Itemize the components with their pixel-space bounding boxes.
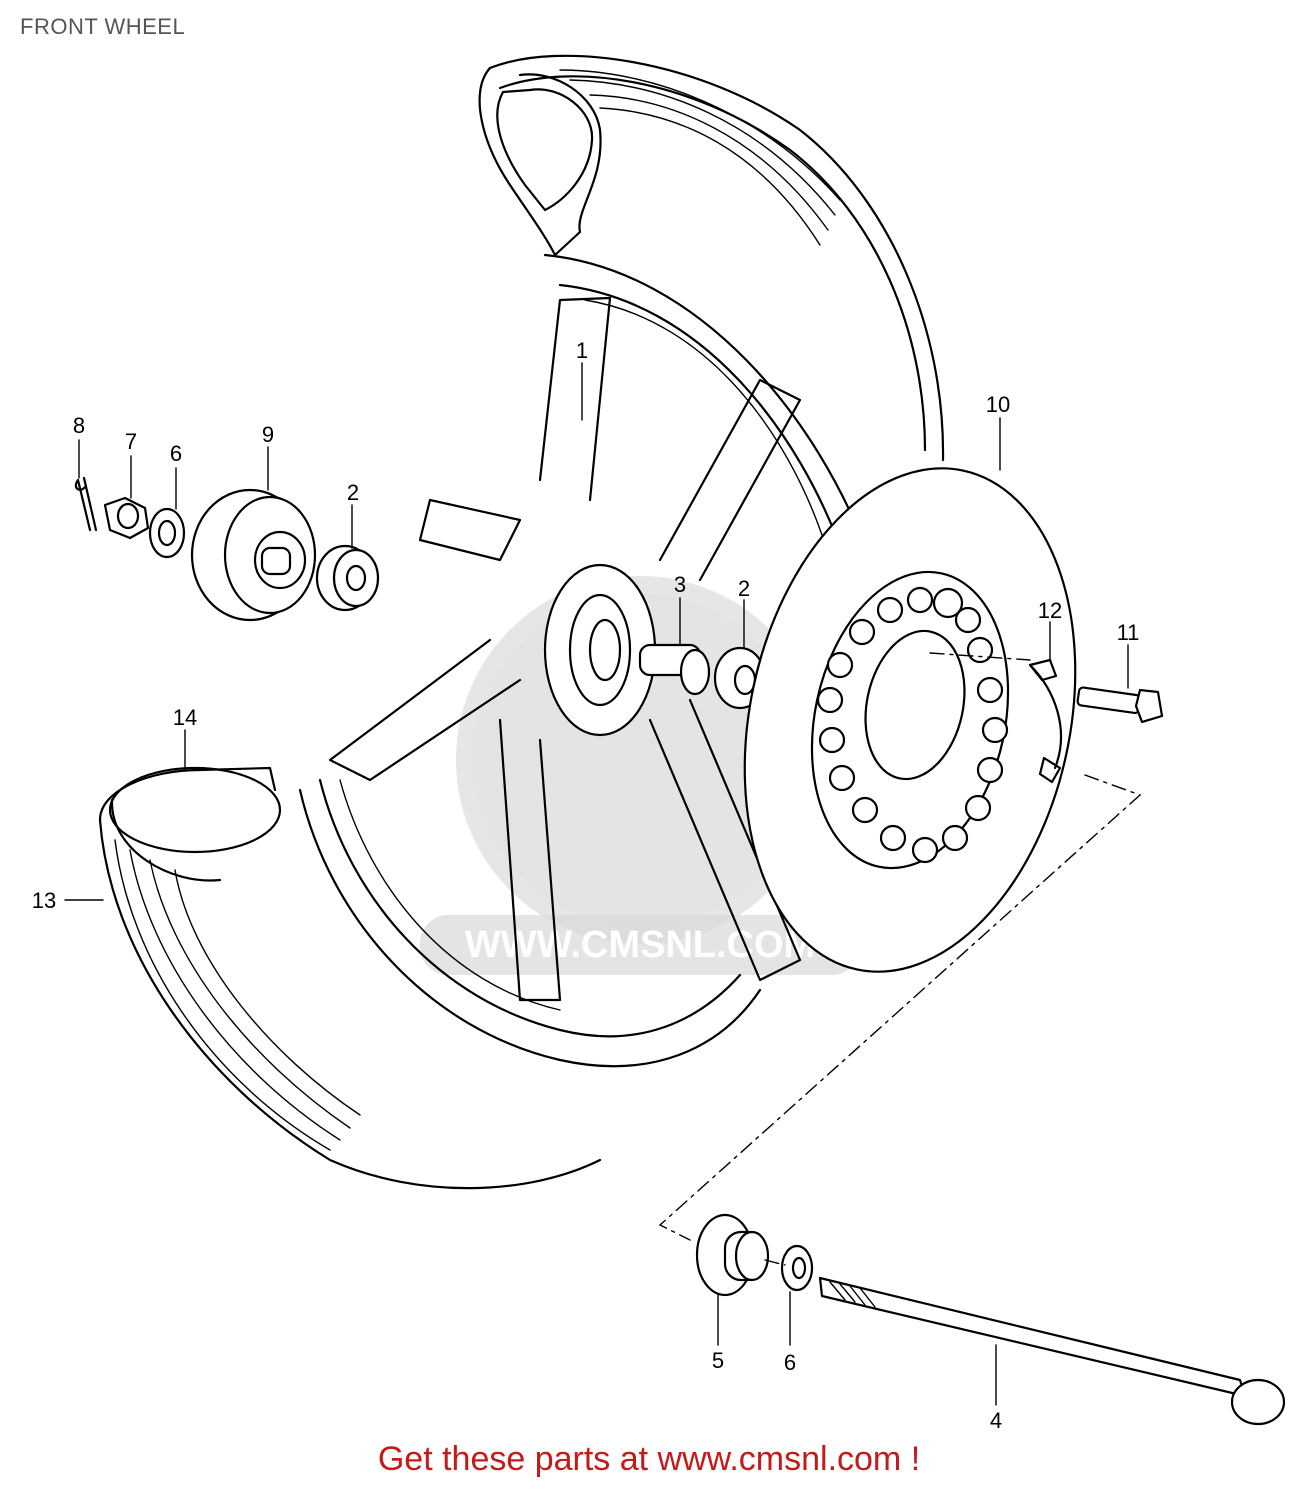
tube [108,766,282,882]
washer-left [148,507,186,559]
callout-3: 3 [674,572,686,597]
tire [98,54,945,1190]
callout-12: 12 [1038,598,1062,623]
callout-9: 9 [262,422,274,447]
brake-disc [743,467,1077,973]
assembly-line [658,652,1142,1266]
wheel-rim [298,253,872,1068]
disc-bolt [1076,686,1164,724]
callout-11: 11 [1117,620,1140,645]
callout-10: 10 [986,392,1010,417]
callout-6-left: 6 [170,441,182,466]
callout-1: 1 [576,338,588,363]
callouts: 1 8 7 6 9 2 3 2 10 12 11 14 13 5 6 4 [32,338,1140,1433]
callout-2-left: 2 [347,480,359,505]
bearing-left [315,544,380,612]
callout-7: 7 [125,429,137,454]
wheel-spokes [328,296,802,1002]
washer-right [780,1244,814,1292]
leader-lines [64,362,1129,1406]
wheel-hub [543,563,657,737]
lock-washer [1028,658,1063,784]
page-title: FRONT WHEEL [20,14,186,39]
speedometer-gearbox [190,488,317,622]
callout-2-right: 2 [738,576,750,601]
footer-link[interactable]: Get these parts at www.cmsnl.com ! [377,1440,921,1478]
callout-13: 13 [32,888,56,913]
callout-4: 4 [990,1408,1002,1433]
axle-nut [103,496,150,540]
callout-5: 5 [712,1348,724,1373]
axle [818,1276,1286,1426]
callout-14: 14 [173,705,197,730]
cotter-pin [74,476,98,532]
callout-6-right: 6 [784,1350,796,1375]
watermark-text: WWW.CMSNL.COM [465,924,815,966]
callout-8: 8 [73,413,85,438]
axle-collar [695,1213,770,1297]
